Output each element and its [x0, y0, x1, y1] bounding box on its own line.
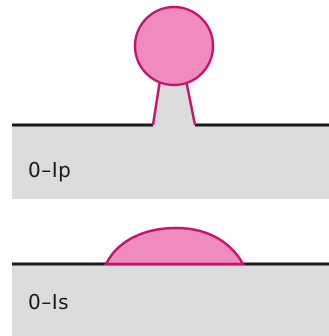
- stalk-outline: [151, 79, 197, 126]
- sessile-polyp: [103, 226, 246, 266]
- panel-pedunculated: [12, 5, 329, 199]
- label-0-ip: 0–Ip: [28, 158, 72, 182]
- polyp-stalk: [152, 78, 196, 125]
- label-0-is: 0–Is: [28, 290, 70, 314]
- panel-sessile: [12, 226, 329, 336]
- mucosa-ground-bottom: [12, 264, 329, 336]
- polyp-head: [133, 5, 215, 87]
- mucosa-ground-top: [12, 125, 329, 199]
